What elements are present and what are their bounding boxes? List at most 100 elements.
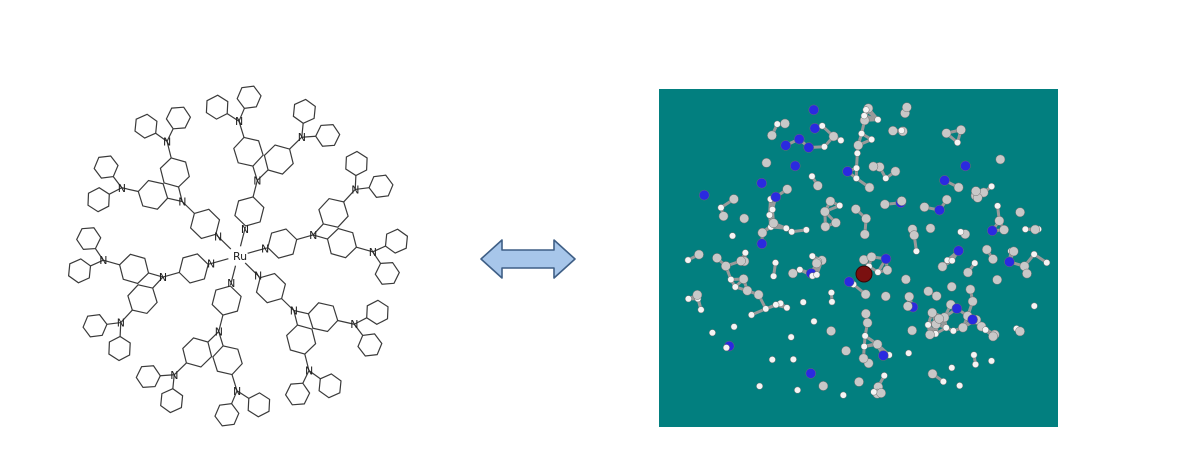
nitrogen-atom bbox=[939, 175, 950, 186]
carbon-atom bbox=[946, 281, 957, 292]
carbon-atom bbox=[742, 285, 753, 296]
benzene-ring bbox=[137, 179, 169, 210]
bond-line bbox=[121, 187, 139, 193]
hydrogen-atom bbox=[924, 321, 932, 329]
carbon-atom bbox=[963, 267, 973, 278]
benzene-ring bbox=[234, 196, 265, 227]
hydrogen-atom bbox=[768, 206, 776, 213]
carbon-atom bbox=[831, 217, 841, 228]
bond-line bbox=[162, 271, 180, 278]
hydrogen-atom bbox=[729, 232, 736, 240]
hydrogen-atom bbox=[818, 122, 826, 130]
bond-line bbox=[236, 390, 250, 399]
nitrogen-atom bbox=[756, 238, 768, 250]
benzene-ring bbox=[236, 85, 262, 109]
ruthenium-atom bbox=[855, 265, 873, 283]
benzene-ring bbox=[255, 272, 287, 304]
model-atoms bbox=[684, 102, 1051, 399]
carbon-atom bbox=[941, 194, 952, 205]
carbon-atom bbox=[820, 206, 830, 217]
hydrogen-atom bbox=[789, 355, 797, 363]
nitrogen-atom bbox=[803, 142, 814, 153]
bond-line bbox=[231, 390, 238, 404]
carbon-atom bbox=[995, 154, 1006, 165]
carbon-atom bbox=[850, 204, 861, 214]
benzene-ring bbox=[205, 94, 229, 120]
bond-line bbox=[312, 223, 324, 236]
bond-line bbox=[312, 234, 328, 240]
hydrogen-atom bbox=[802, 226, 810, 234]
hydrogen-atom bbox=[836, 202, 844, 210]
carbon-atom bbox=[866, 252, 877, 262]
hydrogen-atom bbox=[839, 391, 847, 399]
hydrogen-atom bbox=[949, 327, 957, 335]
carbon-atom bbox=[736, 256, 746, 266]
carbon-atom bbox=[780, 118, 790, 129]
hydrogen-atom bbox=[756, 382, 764, 390]
carbon-atom bbox=[859, 229, 870, 240]
bond-line bbox=[152, 276, 164, 289]
hydrogen-atom bbox=[708, 329, 716, 337]
bond-line bbox=[337, 319, 355, 325]
hydrogen-atom bbox=[880, 372, 888, 380]
bond-line bbox=[119, 322, 122, 337]
hydrogen-atom bbox=[1043, 259, 1051, 267]
bond-line bbox=[160, 374, 175, 377]
nitrogen-label: N bbox=[369, 246, 377, 259]
hydrogen-atom bbox=[898, 127, 906, 134]
nitrogen-label: N bbox=[207, 258, 215, 271]
hydrogen-atom bbox=[948, 257, 956, 265]
carbon-atom bbox=[956, 125, 966, 135]
nitrogen-label: N bbox=[215, 326, 223, 339]
carbon-atom bbox=[861, 308, 871, 319]
carbon-atom bbox=[738, 274, 749, 284]
hydrogen-atom bbox=[853, 164, 860, 172]
carbon-atom bbox=[988, 331, 998, 342]
hydrogen-atom bbox=[939, 378, 947, 386]
bond-line bbox=[148, 272, 164, 278]
nitrogen-atom bbox=[808, 104, 820, 116]
nitrogen-atom bbox=[951, 303, 963, 314]
hydrogen-atom bbox=[972, 360, 979, 368]
bond-line bbox=[247, 247, 268, 254]
benzene-ring bbox=[374, 261, 400, 285]
hydrogen-atom bbox=[912, 247, 920, 255]
nitrogen-label: N bbox=[305, 365, 313, 378]
carbon-atom bbox=[1015, 326, 1025, 337]
bond-line bbox=[356, 246, 373, 253]
hydrogen-atom bbox=[722, 344, 730, 352]
bond-line bbox=[296, 234, 314, 241]
hydrogen-atom bbox=[697, 306, 705, 314]
hydrogen-atom bbox=[956, 382, 964, 390]
bond-line bbox=[354, 175, 357, 190]
hydrogen-atom bbox=[684, 256, 692, 264]
bond-line bbox=[231, 374, 238, 391]
hydrogen-atom bbox=[870, 388, 878, 396]
hydrogen-atom bbox=[862, 106, 870, 114]
nitrogen-label: N bbox=[159, 271, 167, 284]
bond-line bbox=[353, 323, 364, 336]
carbon-atom bbox=[876, 388, 886, 398]
hydrogen-atom bbox=[868, 136, 876, 143]
bond-line bbox=[218, 331, 224, 347]
hydrogen-atom bbox=[982, 326, 989, 334]
hydrogen-atom bbox=[684, 295, 692, 303]
carbon-atom bbox=[860, 289, 871, 300]
carbon-atom bbox=[919, 202, 930, 212]
nitrogen-atom bbox=[987, 225, 998, 236]
hydrogen-atom bbox=[1021, 225, 1029, 233]
carbon-atom bbox=[826, 326, 836, 336]
benzene-ring bbox=[82, 314, 108, 338]
carbon-atom bbox=[812, 180, 823, 191]
bond-line bbox=[244, 262, 260, 278]
carbon-atom bbox=[1008, 246, 1019, 257]
carbon-atom bbox=[861, 213, 871, 224]
hydrogen-atom bbox=[727, 276, 735, 283]
hydrogen-atom bbox=[988, 357, 995, 365]
benzene-ring bbox=[267, 228, 298, 259]
carbon-atom bbox=[757, 227, 768, 238]
carbon-atom bbox=[890, 166, 901, 177]
nitrogen-atom bbox=[960, 160, 971, 172]
